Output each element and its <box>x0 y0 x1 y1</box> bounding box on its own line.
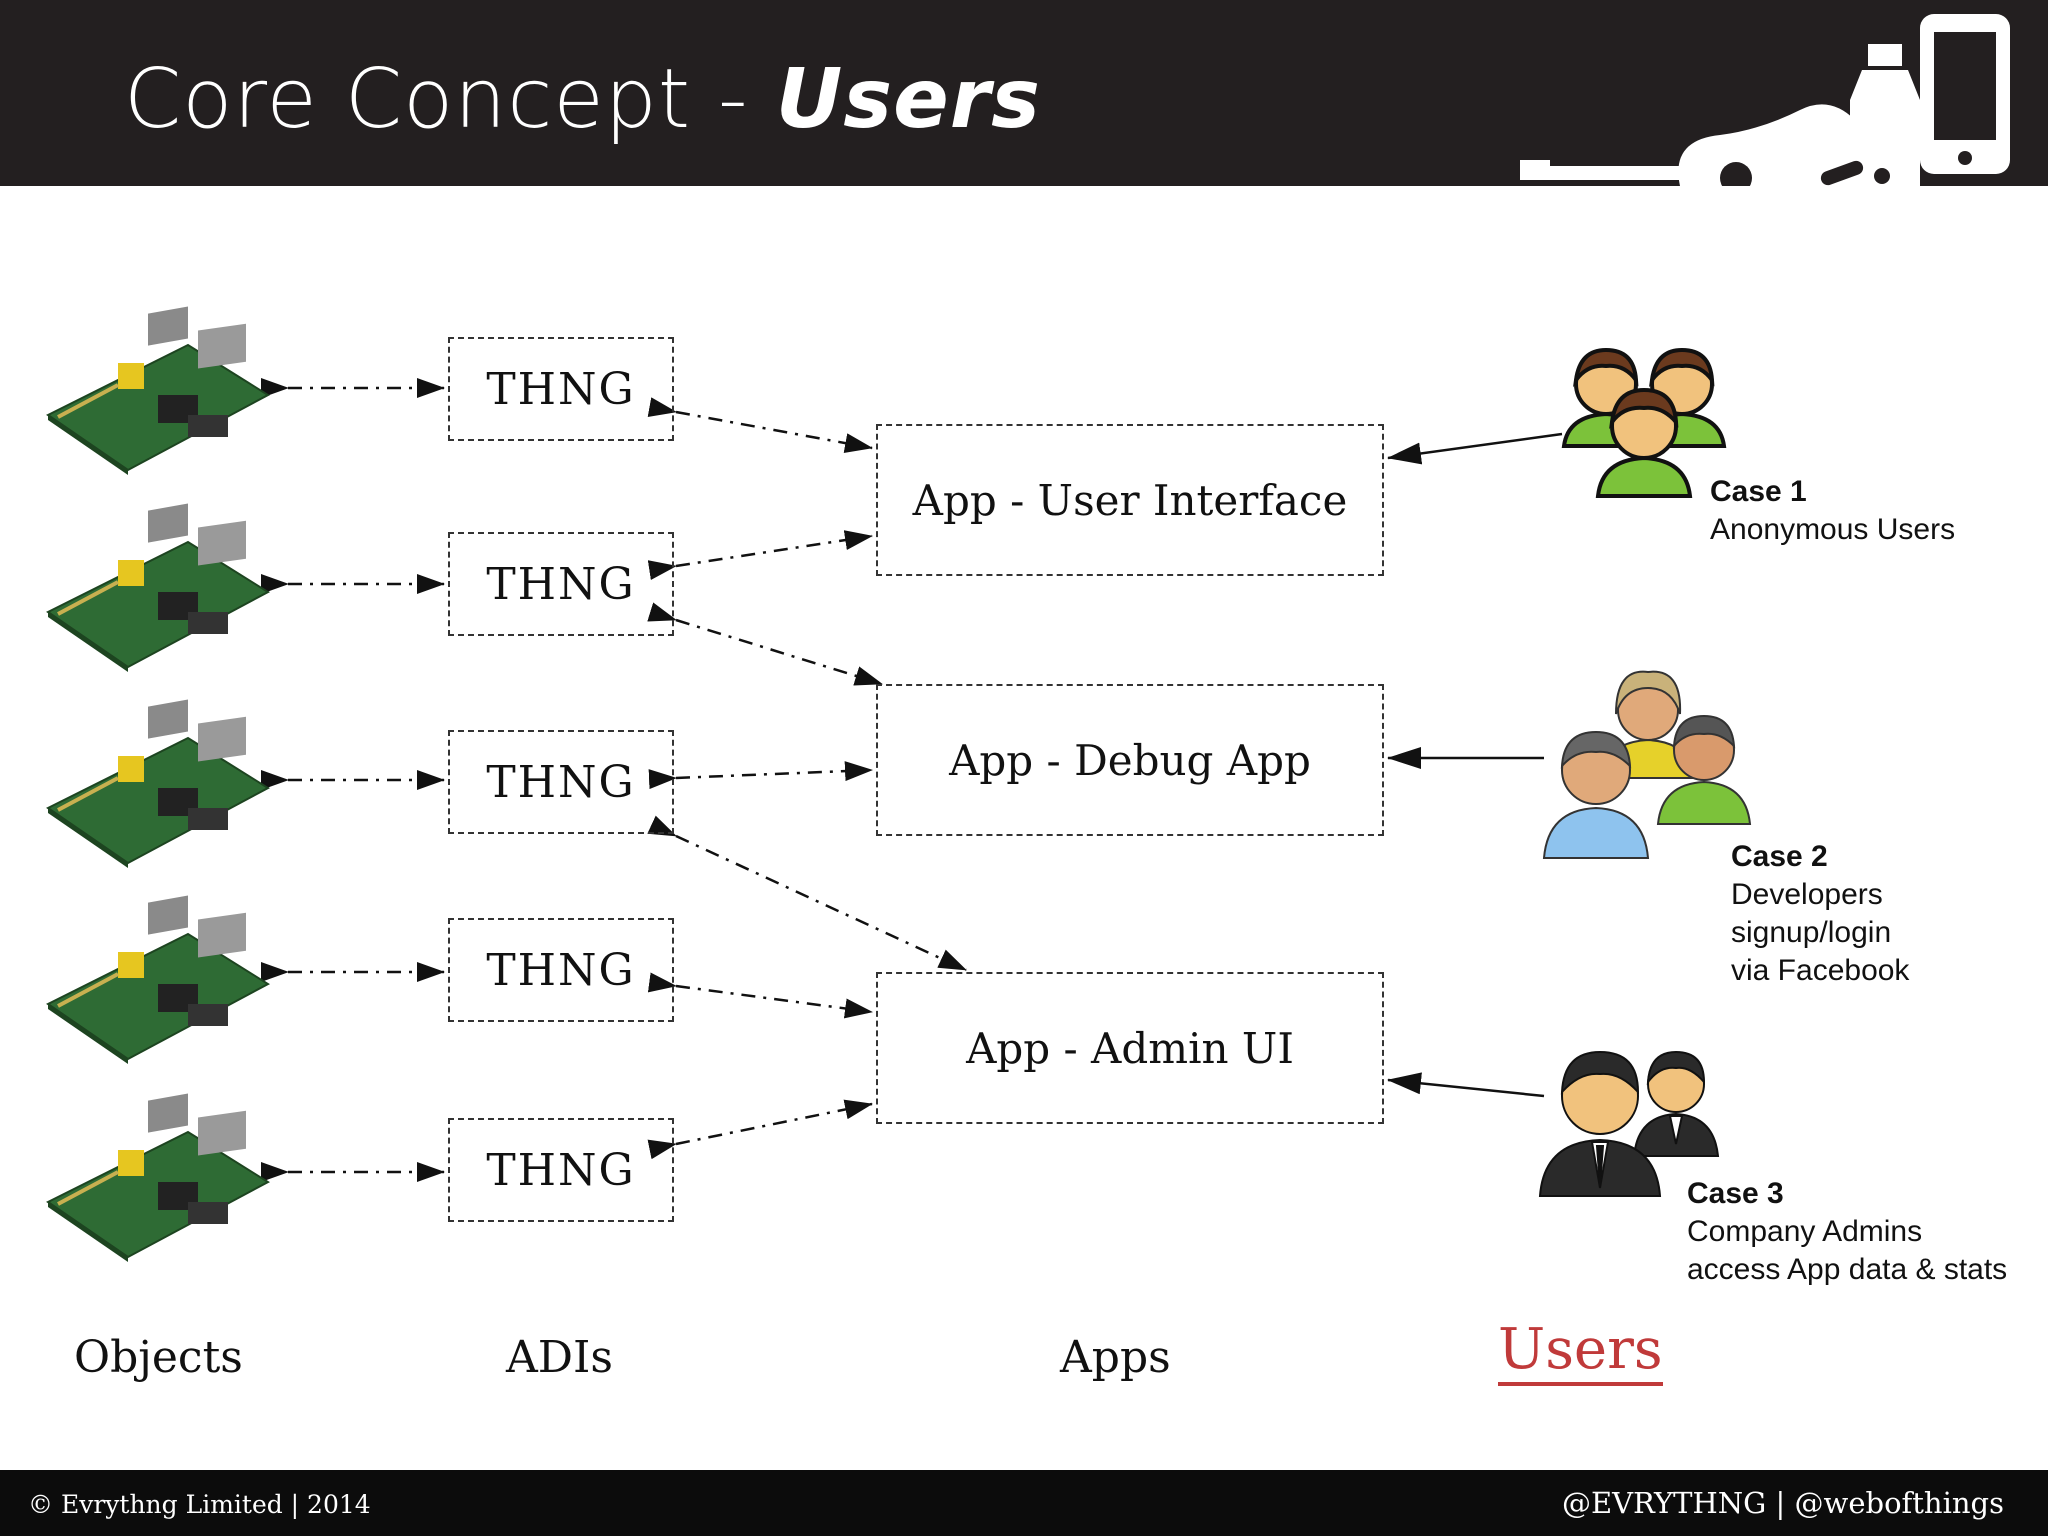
company-admins-icon <box>1538 1050 1720 1197</box>
case-2-title: Case 2 <box>1731 840 1828 873</box>
case-2-line-2: signup/login <box>1731 916 1892 949</box>
thng-box-4: THNG <box>448 918 674 1022</box>
arrow-case1-app1 <box>1387 432 1563 465</box>
circuit-board-icon <box>46 503 270 672</box>
column-label-apps: Apps <box>1060 1332 1171 1383</box>
thng-box-2: THNG <box>448 532 674 636</box>
arrow-thng3-app3 <box>647 815 967 972</box>
case-3-title: Case 3 <box>1687 1177 1784 1210</box>
thng-box-5: THNG <box>448 1118 674 1222</box>
column-label-adis: ADIs <box>506 1332 614 1383</box>
circuit-board-icon <box>46 1093 270 1262</box>
developers-icon <box>1542 670 1752 859</box>
app-user-interface-box: App - User Interface <box>876 424 1384 576</box>
case-1-line-1: Anonymous Users <box>1710 513 1956 546</box>
arrow-thng2-app1 <box>647 530 873 580</box>
case-1-text: Case 1 Anonymous Users <box>1710 473 1955 549</box>
footer-copyright: © Evrythng Limited | 2014 <box>28 1490 371 1519</box>
case-3-line-1: Company Admins <box>1687 1215 1923 1248</box>
title-emphasis: Users <box>775 52 1041 147</box>
circuit-board-icon <box>46 306 270 475</box>
arrow-thng4-app3 <box>647 972 873 1019</box>
case-2-text: Case 2 Developers signup/login via Faceb… <box>1731 838 1909 990</box>
arrow-thng3-app2 <box>648 761 873 790</box>
app-admin-ui-box: App - Admin UI <box>876 972 1384 1124</box>
case-3-line-2: access App data & stats <box>1687 1253 2008 1286</box>
devices-illustration-icon <box>1520 14 2010 186</box>
thng-box-3: THNG <box>448 730 674 834</box>
anonymous-users-icon <box>1561 347 1727 498</box>
footer-handles: @EVRYTHNG | @webofthings <box>1561 1486 2004 1520</box>
column-label-objects: Objects <box>74 1332 243 1383</box>
arrow-thng5-app3 <box>647 1099 873 1160</box>
case-2-line-1: Developers <box>1731 878 1883 911</box>
footer-bar: © Evrythng Limited | 2014 @EVRYTHNG | @w… <box>0 1470 2048 1536</box>
header-bar: Core Concept - Users <box>0 0 2048 186</box>
thng-box-1: THNG <box>448 337 674 441</box>
column-label-users: Users <box>1498 1318 1663 1386</box>
slide-title: Core Concept - Users <box>124 52 1041 147</box>
case-1-title: Case 1 <box>1710 475 1807 508</box>
circuit-board-icon <box>46 699 270 868</box>
case-3-text: Case 3 Company Admins access App data & … <box>1687 1175 2007 1289</box>
case-2-line-3: via Facebook <box>1731 954 1910 987</box>
title-main: Core Concept - <box>124 52 776 147</box>
app-debug-app-box: App - Debug App <box>876 684 1384 836</box>
arrow-thng2-app2 <box>647 602 883 686</box>
arrow-case3-app3 <box>1387 1072 1545 1098</box>
circuit-board-icon <box>46 895 270 1064</box>
arrow-thng1-app1 <box>647 397 873 453</box>
